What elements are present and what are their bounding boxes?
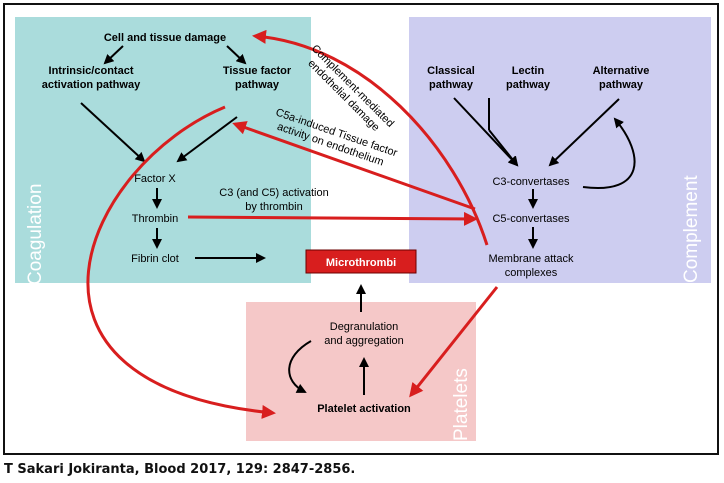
complement-panel [409, 17, 711, 283]
classical-pathway-label-line2: pathway [429, 79, 474, 91]
fibrin-clot-label: Fibrin clot [131, 253, 179, 265]
lectin-pathway-label-line2: pathway [506, 79, 551, 91]
arrow-damage-to-intrinsic [103, 45, 124, 65]
degranulation-label-line1: Degranulation [330, 321, 399, 333]
platelet-activation-label: Platelet activation [317, 403, 411, 415]
complement-panel-title: Complement [681, 175, 702, 283]
c3-c5-activation-label-line2: by thrombin [245, 201, 302, 213]
intrinsic-pathway-label-line1: Intrinsic/contact [49, 65, 134, 77]
red-arrow-thrombin-to-c5 [187, 211, 478, 226]
tissue-factor-pathway-label-line1: Tissue factor [223, 65, 292, 77]
arrow-alternative-to-c3 [548, 98, 620, 167]
intrinsic-pathway-label-line2: activation pathway [42, 79, 141, 91]
factor-x-label: Factor X [134, 173, 176, 185]
arrow-intrinsic-to-factor-x [80, 102, 146, 163]
alternative-pathway-label-line2: pathway [599, 79, 644, 91]
classical-pathway-label-line1: Classical [427, 65, 475, 77]
lectin-pathway-label-line1: Lectin [512, 65, 545, 77]
citation: T Sakari Jokiranta, Blood 2017, 129: 284… [4, 462, 356, 477]
coagulation-panel-title: Coagulation [25, 184, 46, 285]
c3-convertases-label: C3-convertases [492, 176, 570, 188]
figure-frame: Coagulation Complement Platelets Cell an… [3, 3, 719, 455]
platelets-panel-title: Platelets [451, 368, 472, 441]
red-arrow-mac-endothelial-damage [252, 29, 489, 246]
cell-tissue-damage-label: Cell and tissue damage [104, 32, 226, 44]
arrow-degranulation-loop [288, 340, 312, 393]
red-arrow-tissue-factor-to-platelets [86, 105, 276, 419]
red-arrow-mac-to-platelets [409, 286, 499, 398]
arrow-c3-amplification-loop [582, 117, 636, 190]
complement-coagulation-diagram: Coagulation Complement Platelets Cell an… [15, 17, 711, 441]
arrow-classical-to-c3 [453, 97, 519, 167]
alternative-pathway-label-line1: Alternative [593, 65, 650, 77]
microthrombi-box [305, 249, 417, 274]
mac-label-line1: Membrane attack [489, 253, 574, 265]
arrow-lectin-to-c3-bar [488, 129, 519, 167]
endothelial-damage-label-line1: Complement-mediated [309, 43, 396, 130]
thrombin-label: Thrombin [132, 213, 178, 225]
arrow-damage-to-tissue-factor [226, 45, 247, 65]
mac-label-line2: complexes [505, 267, 558, 279]
coagulation-panel [15, 17, 311, 283]
microthrombi-label: Microthrombi [326, 257, 396, 269]
platelets-panel [246, 302, 476, 441]
c5-convertases-label: C5-convertases [492, 213, 570, 225]
c3-c5-activation-label-line1: C3 (and C5) activation [219, 187, 328, 199]
red-arrow-c5a-to-tissue-factor [232, 121, 476, 211]
tissue-factor-pathway-label-line2: pathway [235, 79, 280, 91]
degranulation-label-line2: and aggregation [324, 335, 404, 347]
arrow-tissue-factor-to-factor-x [176, 116, 238, 163]
